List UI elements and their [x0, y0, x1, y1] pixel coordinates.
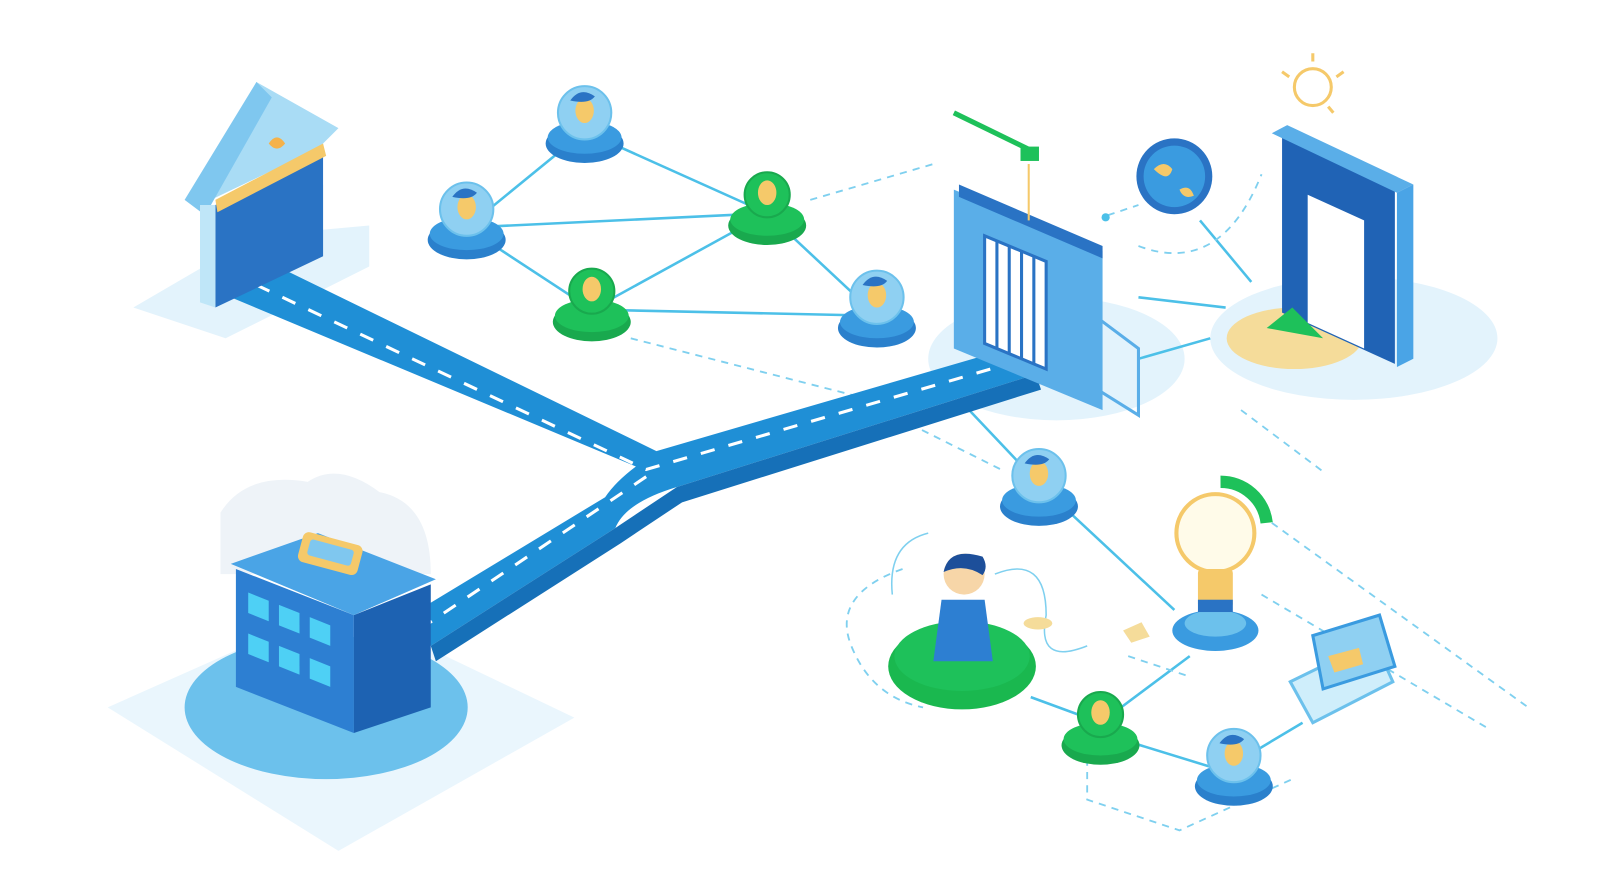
- user-node-icon: [1000, 448, 1078, 526]
- connection-lines: [465, 130, 1304, 776]
- user-node-icon: [552, 267, 631, 342]
- flag-icon: [1020, 146, 1039, 161]
- user-node-icon: [1061, 690, 1140, 765]
- connection-line: [1138, 296, 1226, 309]
- sun-icon: [1281, 53, 1345, 114]
- road: [230, 268, 1042, 662]
- connection-line: [466, 211, 768, 229]
- lightbulb-icon: [1172, 475, 1273, 651]
- person-icon: [888, 532, 1150, 710]
- office-building-icon: [184, 473, 468, 780]
- portal-door-icon: [1226, 53, 1414, 370]
- house-icon: [184, 82, 339, 308]
- globe-icon: [1101, 138, 1213, 222]
- connection-line: [1199, 219, 1253, 283]
- connection-line: [591, 308, 877, 318]
- connection-line: [1138, 337, 1211, 361]
- user-node-icon: [1194, 727, 1273, 806]
- user-node-icon: [837, 269, 916, 348]
- laptop-icon: [1288, 613, 1397, 725]
- gate-icon: [952, 110, 1140, 418]
- user-nodes: [427, 85, 1273, 806]
- user-node-icon: [728, 171, 807, 246]
- user-node-icon: [427, 181, 506, 260]
- user-node-icon: [545, 85, 624, 164]
